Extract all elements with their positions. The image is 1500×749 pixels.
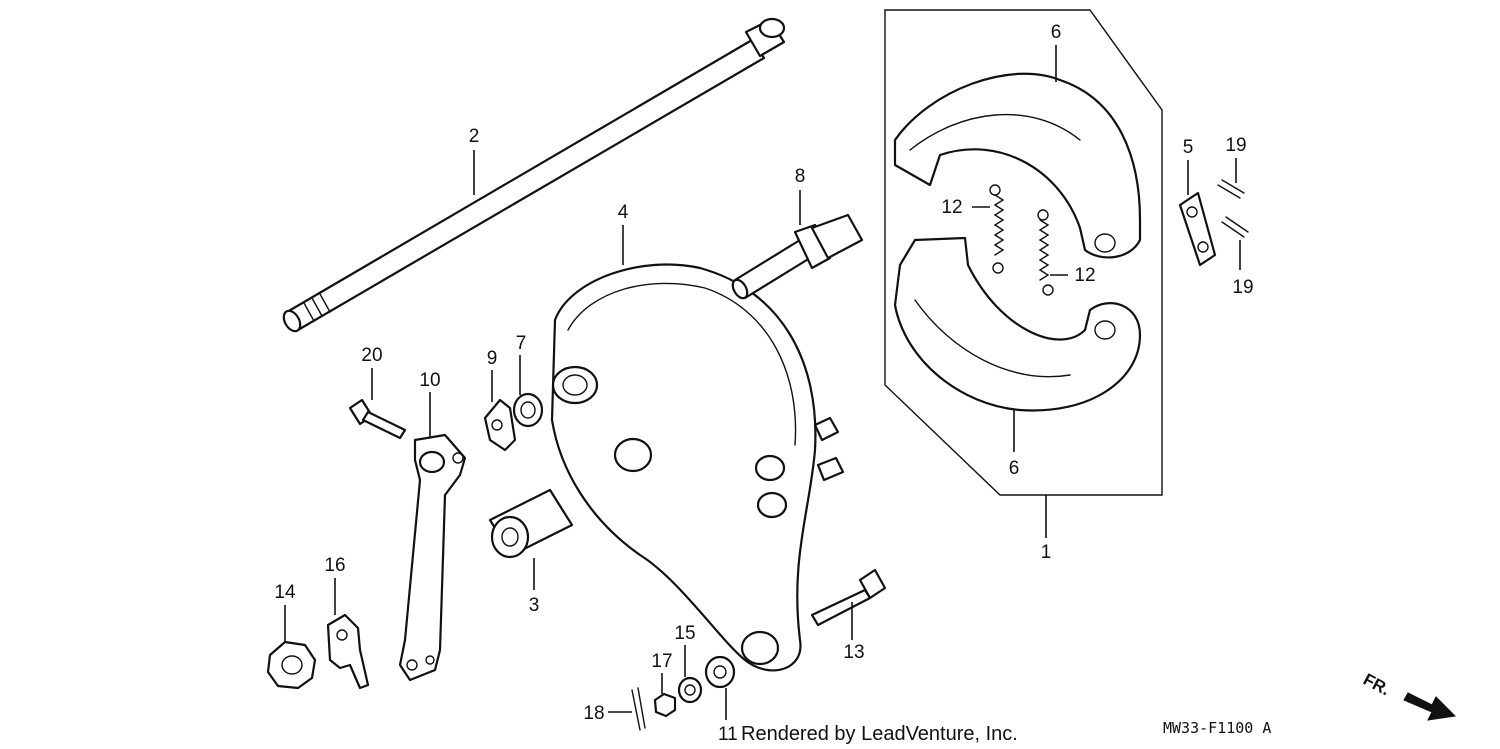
callout-9: 9: [487, 348, 498, 369]
credit-text: Rendered by LeadVenture, Inc.: [741, 723, 1018, 745]
callout-3: 3: [529, 595, 540, 616]
part-16-bracket[interactable]: [326, 613, 370, 690]
part-10-brake-arm[interactable]: [398, 433, 467, 682]
part-12-spring-right[interactable]: [1037, 209, 1054, 296]
callout-10: 10: [419, 370, 440, 391]
part-15-washer[interactable]: [677, 676, 703, 704]
callout-6-upper: 6: [1051, 22, 1062, 43]
part-5-plate[interactable]: [1178, 191, 1217, 267]
callout-8: 8: [795, 166, 806, 187]
part-13-bolt[interactable]: [810, 568, 887, 627]
callout-4: 4: [618, 202, 629, 223]
part-6-brake-shoe-lower[interactable]: [893, 236, 1142, 412]
part-11-washer[interactable]: [704, 655, 736, 689]
callout-6-lower: 6: [1009, 458, 1020, 479]
part-18-cotter-pin[interactable]: [631, 687, 646, 731]
callout-14: 14: [274, 582, 296, 603]
callout-13: 13: [843, 642, 864, 663]
part-4-brake-panel[interactable]: [550, 263, 845, 672]
part-12-spring-left[interactable]: [989, 184, 1005, 274]
callout-12-lower: 12: [1074, 265, 1095, 286]
direction-label: FR.: [1360, 670, 1393, 700]
callout-15: 15: [674, 623, 695, 644]
part-6-brake-shoe-upper[interactable]: [893, 72, 1142, 259]
part-2-axle[interactable]: [280, 17, 786, 334]
part-8-brake-cam[interactable]: [730, 213, 864, 301]
callout-17: 17: [651, 651, 672, 672]
part-7-dust-seal[interactable]: [512, 392, 544, 428]
callout-18: 18: [583, 703, 604, 724]
callout-19-lower: 19: [1232, 277, 1253, 298]
part-14-nut[interactable]: [266, 640, 317, 690]
front-direction-indicator: FR.: [1360, 670, 1457, 721]
brake-shoe-kit-outline: [884, 9, 1163, 496]
callout-16: 16: [324, 555, 345, 576]
part-19-clip-upper[interactable]: [1217, 179, 1245, 199]
part-9-indicator-plate[interactable]: [483, 398, 517, 452]
part-17-nut[interactable]: [653, 692, 677, 718]
callout-1: 1: [1041, 542, 1052, 563]
callout-19-upper: 19: [1225, 135, 1246, 156]
arrow-icon: [1403, 692, 1457, 721]
callout-7: 7: [516, 333, 527, 354]
callout-5: 5: [1183, 137, 1194, 158]
callout-12-upper: 12: [941, 197, 962, 218]
part-19-clip-lower[interactable]: [1221, 216, 1249, 238]
callout-2: 2: [469, 126, 480, 147]
callout-11: 11: [718, 724, 738, 745]
callout-20: 20: [361, 345, 382, 366]
part-20-bolt[interactable]: [348, 398, 407, 440]
diagram-code: MW33-F1100 A: [1163, 719, 1271, 737]
part-3-collar[interactable]: [488, 488, 574, 559]
